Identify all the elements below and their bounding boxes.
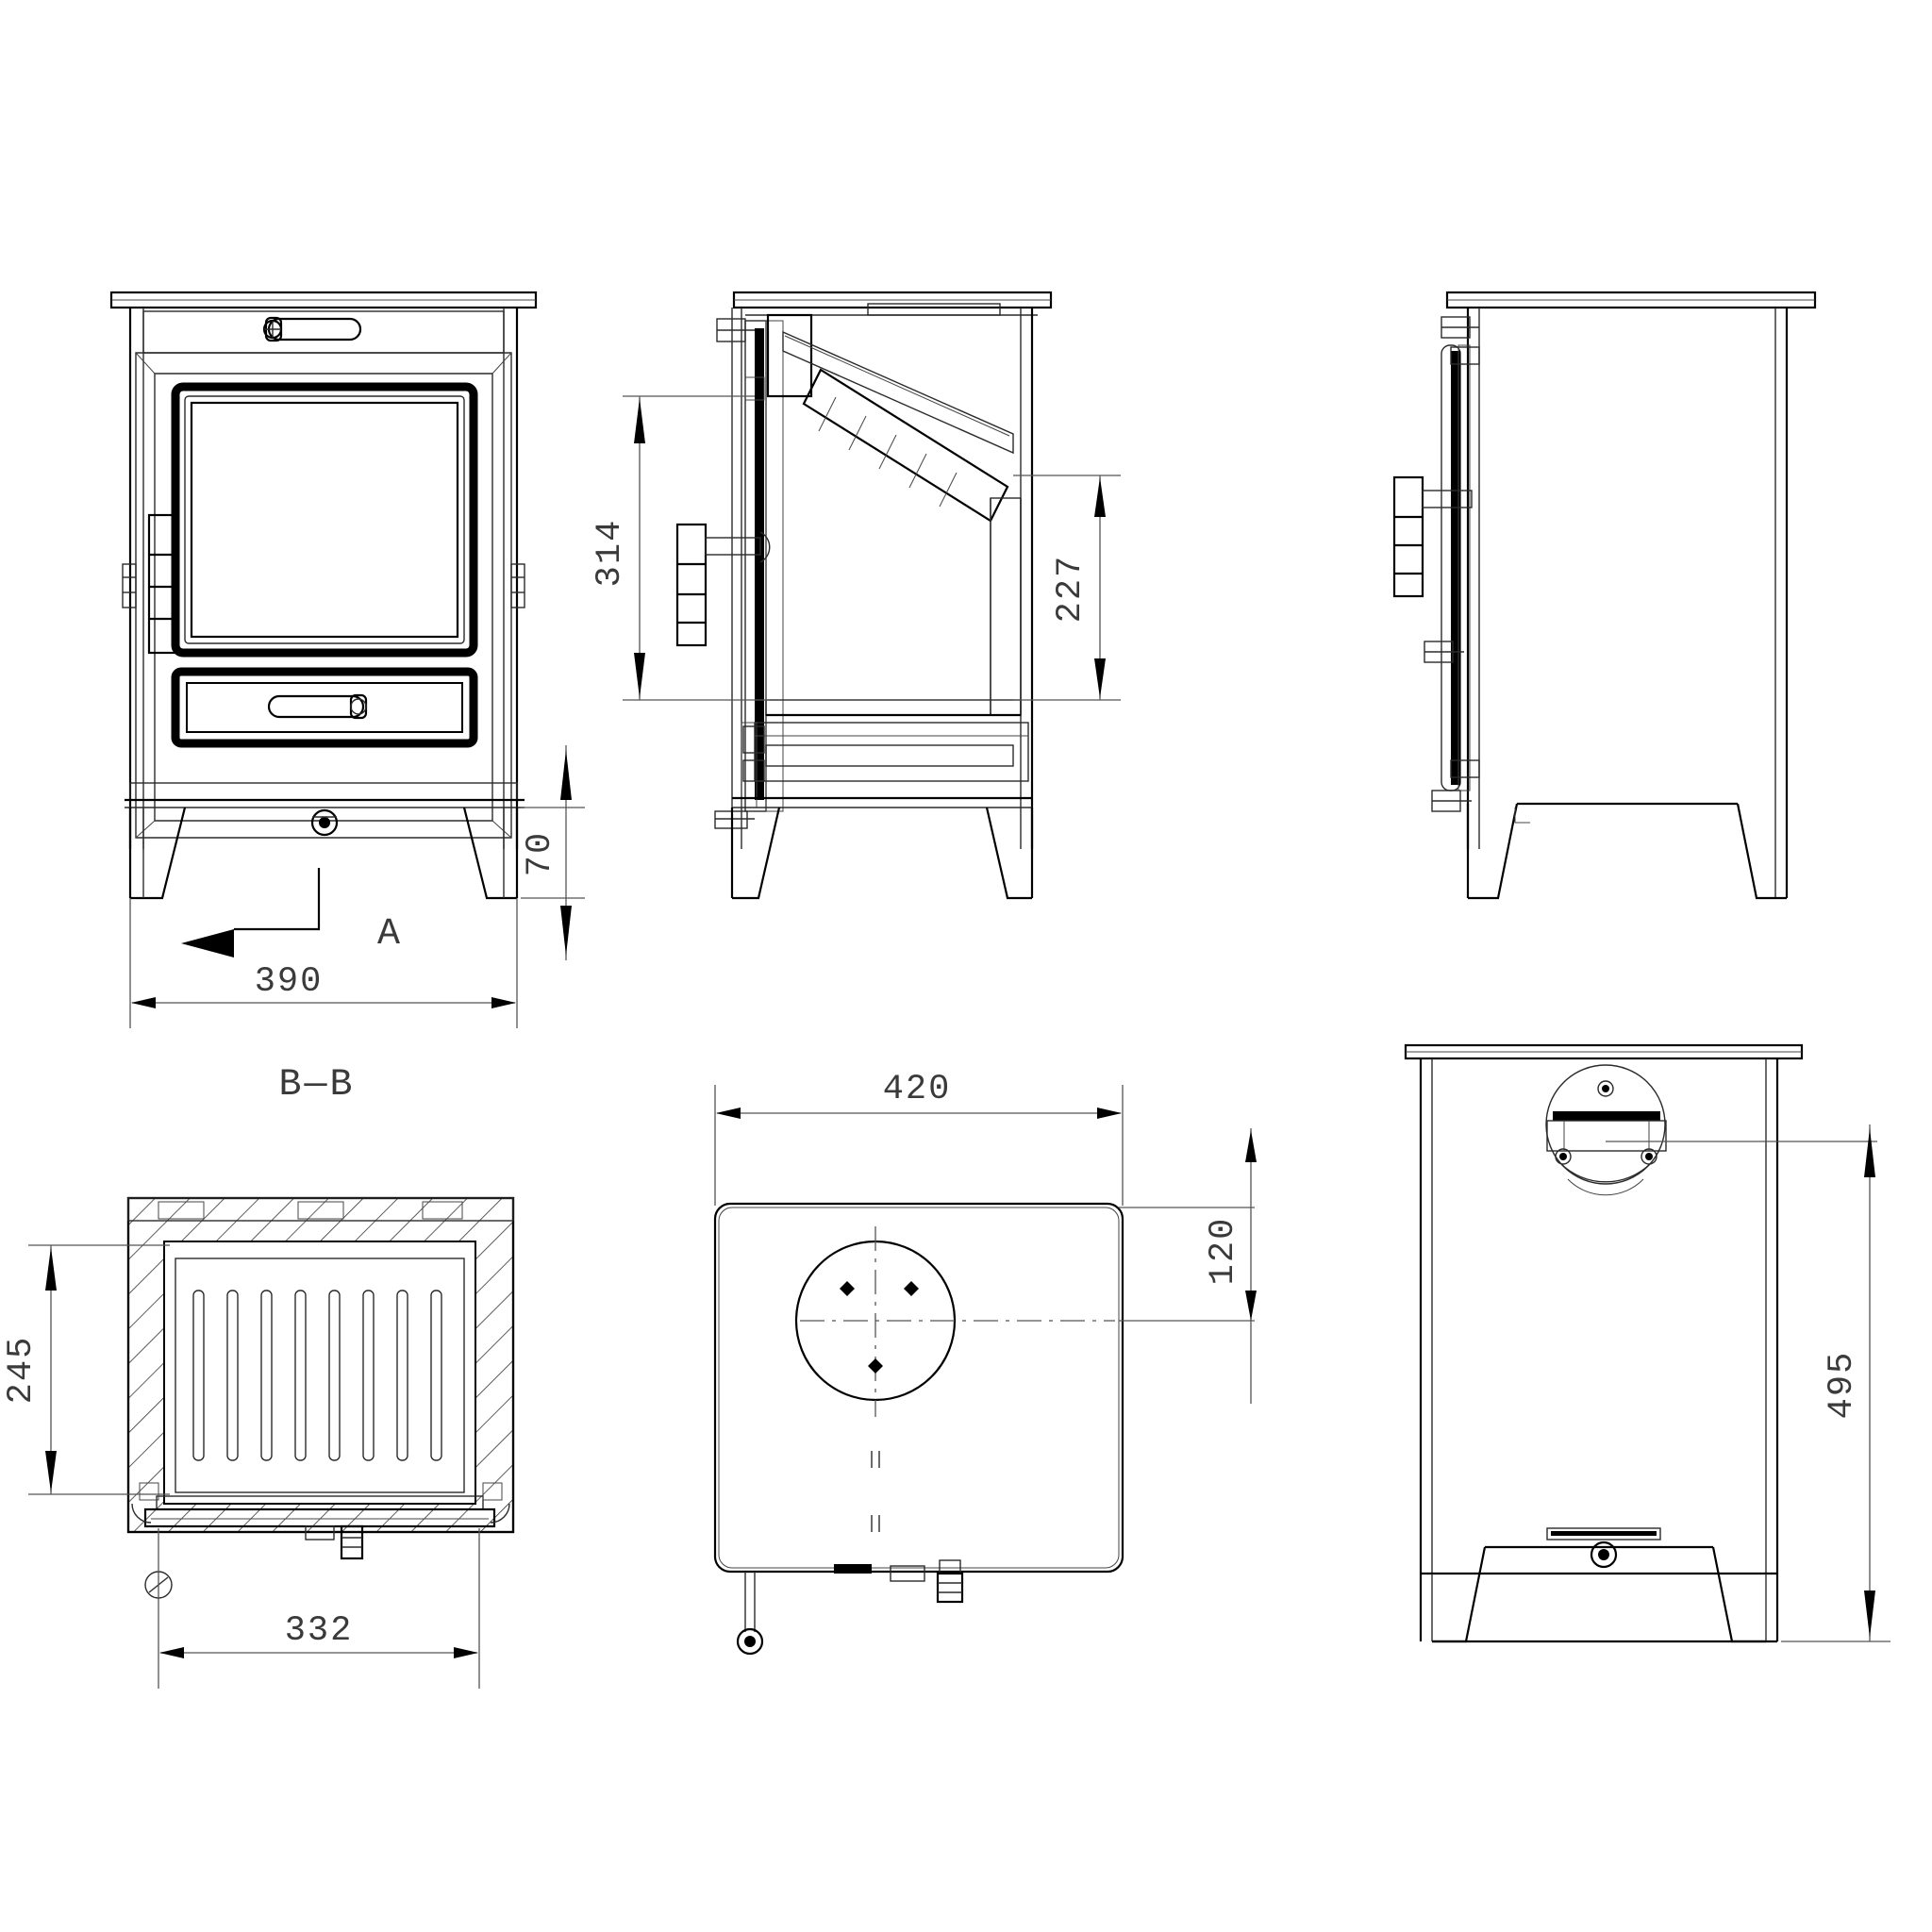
dim-314-label: 314 [591,519,630,588]
section-bb-view: 245 332 [2,1196,515,1689]
section-bb-label: B—B [278,1064,355,1107]
dim-70-label: 70 [521,831,560,876]
section-door-assembly [716,313,813,812]
bb-grate-slots [192,1290,442,1461]
front-hinge-pin-left [122,563,137,608]
view-arrow-a-label: A [377,913,403,956]
rear-legs [1419,1541,1779,1643]
view-arrow-a [181,868,321,958]
plan-lower-ticks [871,1451,880,1532]
section-ash-pan [741,722,1029,808]
side-body-outline [1466,308,1789,898]
plan-front-hardware [736,1559,964,1656]
dim-245: 245 [2,1244,170,1495]
bb-bottom-nibs [305,1524,364,1560]
dim-120: 120 [1204,1128,1257,1404]
front-air-control-plate[interactable] [142,310,505,354]
front-hinge-pin-right [510,563,525,608]
dim-120-label: 120 [1204,1217,1243,1286]
dim-332-label: 332 [285,1611,354,1651]
front-elevation-view: A 390 70 B—B [109,291,585,1107]
dim-227-label: 227 [1051,555,1091,624]
side-hinge-bolts [1424,316,1480,812]
rear-lower-rail [1546,1527,1661,1541]
dim-332: 332 [158,1528,480,1689]
side-elevation-view [1392,291,1817,900]
front-hinge-stack-left [147,513,177,655]
side-top-plate [1445,291,1817,309]
bb-outer-shell [126,1196,515,1534]
front-glass-window [171,382,478,658]
section-deflector-plate [782,330,1014,455]
plan-centre-lines [800,1207,1255,1417]
front-ash-door[interactable] [171,667,478,748]
dim-495-label: 495 [1823,1351,1862,1420]
front-top-plate [109,291,538,309]
front-body-outline [128,308,519,849]
dim-245-label: 245 [2,1336,42,1405]
rear-elevation-view: 495 [1404,1043,1890,1643]
front-legs [128,807,519,900]
dim-495: 495 [1781,1124,1890,1642]
bb-grate-panel [175,1257,465,1493]
section-base-and-legs [730,796,1034,900]
bb-top-flange [127,1197,514,1222]
dim-390-label: 390 [255,962,324,1002]
dim-390: 390 [129,898,518,1028]
dim-227: 227 [1013,475,1121,701]
dim-314: 314 [591,395,770,701]
rear-top-plate [1404,1043,1804,1060]
cross-section-view: 314 227 [591,291,1121,900]
side-legs [1466,802,1787,900]
front-door-frame [135,352,512,839]
front-centre-bolt [310,808,339,837]
section-firebox-floor [765,699,1022,717]
dim-420: 420 [714,1070,1124,1206]
section-door-handle[interactable] [675,523,771,647]
front-base-plate [125,782,525,808]
plan-outline [713,1202,1124,1574]
rear-flue-collar [1545,1064,1877,1196]
plan-flue-fixings [840,1281,919,1374]
dim-70: 70 [521,745,585,960]
side-door-handle[interactable] [1392,475,1473,598]
plan-top-view: 420 120 [713,1070,1257,1656]
dim-420-label: 420 [883,1070,952,1109]
